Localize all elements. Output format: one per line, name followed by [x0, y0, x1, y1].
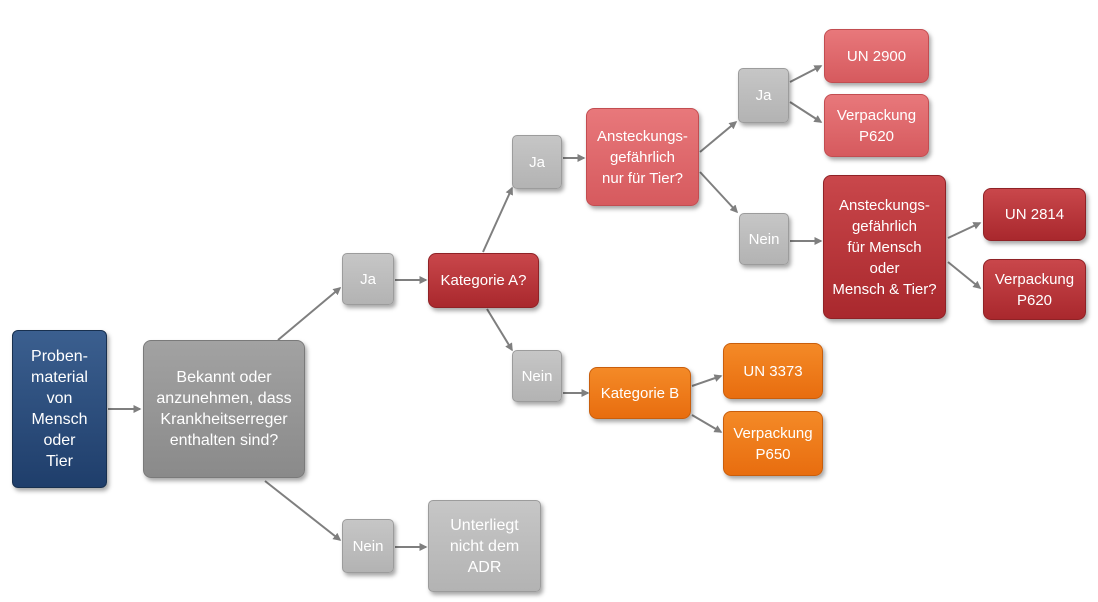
arrow-kategoriea-to-ja2	[482, 186, 513, 253]
verpackung-p650-box: Verpackung P650	[723, 411, 823, 476]
kategorie-a-box: Kategorie A?	[428, 253, 539, 308]
un-2900-box: UN 2900	[824, 29, 929, 83]
kategorie-b-box: Kategorie B	[589, 367, 691, 419]
arrow-kategorieb-to-un3373	[691, 374, 723, 387]
arrow-ja3-to-p620a	[789, 101, 823, 123]
arrow-ja3-to-un2900	[789, 65, 823, 83]
nein-box-1: Nein	[342, 519, 394, 573]
arrow-menschfrage-to-un2814	[947, 222, 982, 239]
arrow-kategorieb-to-p650	[691, 414, 723, 433]
un-2814-box: UN 2814	[983, 188, 1086, 241]
verpackung-p620-b-box: Verpackung P620	[983, 259, 1086, 320]
arrow-menschfrage-to-p620b	[947, 261, 982, 289]
ja-box-3: Ja	[738, 68, 789, 123]
unterliegt-nicht-adr-box: Unterliegt nicht dem ADR	[428, 500, 541, 592]
mensch-question-box: Ansteckungs- gefährlich für Mensch oder …	[823, 175, 946, 319]
arrow-bekannt-to-ja1	[277, 287, 342, 341]
ja-box-1: Ja	[342, 253, 394, 305]
tier-question-box: Ansteckungs- gefährlich nur für Tier?	[586, 108, 699, 206]
probenmaterial-box: Proben- material von Mensch oder Tier	[12, 330, 107, 488]
nein-box-3: Nein	[739, 213, 789, 265]
arrow-tierfrage-to-nein3	[699, 171, 739, 214]
un-3373-box: UN 3373	[723, 343, 823, 399]
bekannt-question-box: Bekannt oder anzunehmen, dass Krankheits…	[143, 340, 305, 478]
arrow-kategoriea-to-nein2	[486, 308, 513, 352]
ja-box-2: Ja	[512, 135, 562, 189]
verpackung-p620-a-box: Verpackung P620	[824, 94, 929, 157]
nein-box-2: Nein	[512, 350, 562, 402]
arrow-bekannt-to-nein1	[264, 480, 342, 541]
arrow-tierfrage-to-ja3	[699, 121, 738, 153]
